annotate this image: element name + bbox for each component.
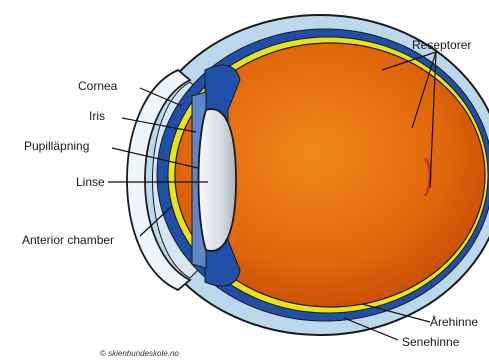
label-lens: Linse xyxy=(76,175,105,189)
label-cornea: Cornea xyxy=(78,79,118,93)
label-iris: Iris xyxy=(89,109,105,123)
label-pupil: Pupilläpning xyxy=(24,139,89,153)
lens xyxy=(199,109,237,251)
copyright-credit: © skienhundeskole.no xyxy=(100,349,179,358)
label-sclera: Senehinne xyxy=(402,335,460,349)
label-anterior-chamber: Anterior chamber xyxy=(22,233,114,247)
label-choroid: Årehinne xyxy=(430,314,478,329)
label-receptors: Reseptorer xyxy=(412,38,471,52)
